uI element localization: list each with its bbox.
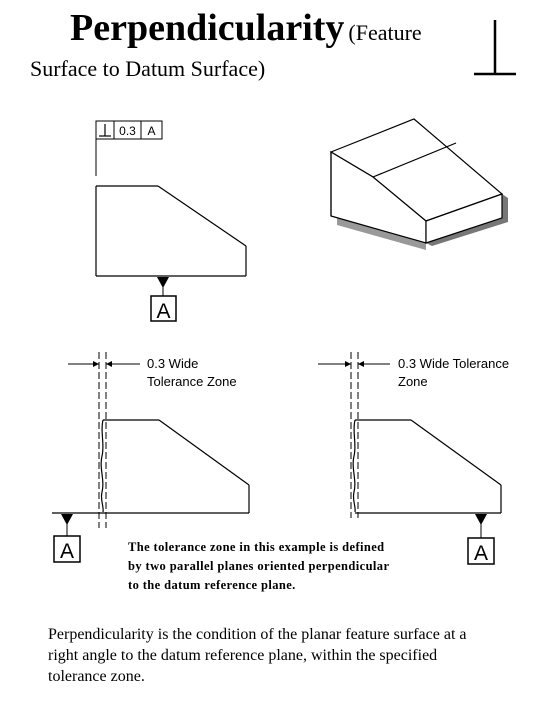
page-subtitle: Surface to Datum Surface) — [30, 56, 266, 81]
feature-control-frame: 0.3 A — [95, 120, 163, 140]
zone-diagram-right: A 0.3 Wide Tolerance Zone — [318, 352, 509, 565]
datum-label-left: A — [60, 540, 74, 563]
title-main: Perpendicularity — [70, 7, 345, 49]
part-profile-main — [95, 185, 247, 277]
caption-line-1: The tolerance zone in this example is de… — [128, 540, 385, 554]
datum-label-main: A — [156, 300, 170, 323]
zone-diagram-left: A 0.3 Wide Tolerance Zone — [52, 352, 250, 563]
definition-line-1: Perpendicularity is the condition of the… — [48, 626, 467, 643]
definition-paragraph: Perpendicularity is the condition of the… — [48, 624, 528, 687]
page-title: Perpendicularity (Feature — [70, 6, 422, 50]
zone-right-line2: Zone — [398, 374, 428, 389]
datum-feature-main: A — [150, 277, 177, 323]
fcf-tolerance: 0.3 — [119, 124, 136, 138]
zone-left-line1: 0.3 Wide — [147, 356, 198, 371]
datum-label-right: A — [474, 542, 488, 565]
isometric-part — [329, 118, 508, 250]
zone-left-line2: Tolerance Zone — [147, 374, 237, 389]
perpendicular-symbol-icon — [474, 20, 516, 76]
zone-right-line1: 0.3 Wide Tolerance — [398, 356, 509, 371]
definition-line-3: tolerance zone. — [48, 668, 145, 685]
definition-line-2: right angle to the datum reference plane… — [48, 647, 438, 664]
title-rest: (Feature — [348, 20, 422, 45]
caption-line-2: by two parallel planes oriented perpendi… — [128, 559, 390, 573]
caption-line-3: to the datum reference plane. — [128, 578, 296, 592]
fcf-perpendicular-icon — [99, 124, 111, 137]
zone-caption: The tolerance zone in this example is de… — [128, 538, 458, 595]
fcf-datum: A — [147, 124, 155, 138]
